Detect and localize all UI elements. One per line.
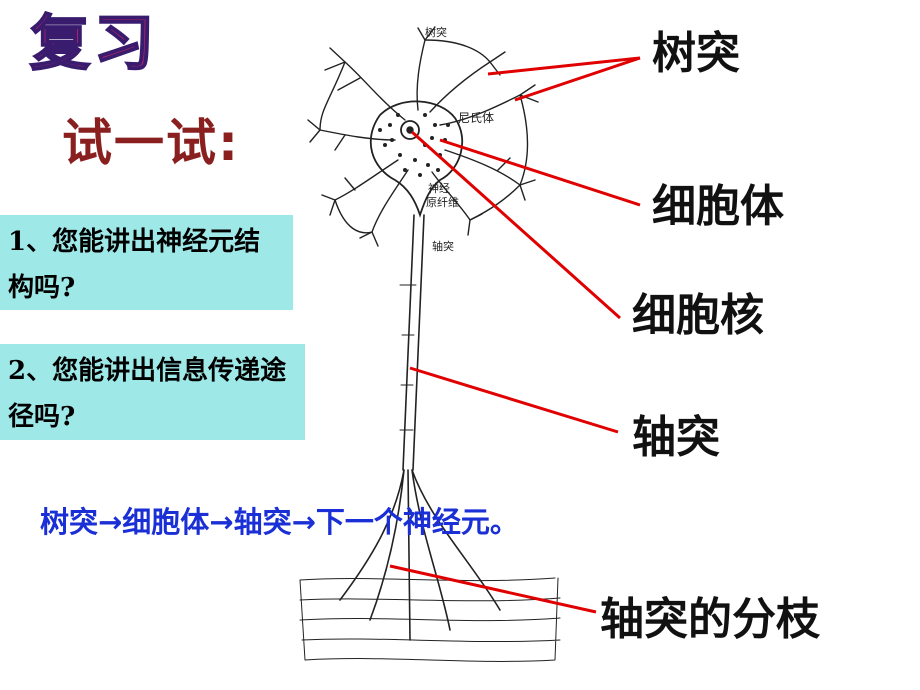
pathway-text: 树突→细胞体→轴突→下一个神经元。 [40, 505, 519, 539]
label-dendrite: 树突 [652, 28, 740, 79]
pointer-soma [439, 138, 641, 207]
nissl-bodies [378, 113, 450, 177]
dendrite-branch [324, 47, 406, 121]
label-nucleus: 细胞核 [632, 290, 764, 341]
pointer-axon-branch [389, 564, 597, 614]
label-axon-branch: 轴突的分枝 [600, 594, 820, 645]
slide-title: 复习 [29, 9, 158, 79]
dendrite-branch [307, 119, 396, 151]
axon-branch [339, 469, 501, 641]
pointer-nucleus [411, 130, 621, 320]
dendrite-branch [416, 26, 436, 111]
dendrite-branch [444, 149, 536, 201]
fig-label-nissl: 尼氏体 [458, 111, 494, 125]
dendrite-branch [429, 51, 506, 113]
fig-label-axon: 轴突 [432, 239, 454, 253]
pointer-axon [409, 366, 619, 434]
dendrite-branch [321, 159, 399, 216]
fig-label-top: 树突 [425, 25, 447, 39]
pointer-lines [389, 56, 641, 614]
label-axon: 轴突 [632, 412, 720, 463]
pointer-dendrite-2 [514, 56, 641, 102]
question-2-box: 2、您能讲出信息传递途径吗? [0, 344, 305, 440]
fig-label-neurofibril-2: 原纤维 [426, 196, 459, 209]
question-1-box: 1、您能讲出神经元结构吗? [0, 215, 293, 310]
nucleus-outline [400, 120, 420, 140]
pointer-dendrite-1 [487, 56, 641, 76]
muscle-fibers [299, 577, 561, 662]
axon-outline [402, 214, 425, 471]
label-soma: 细胞体 [652, 181, 784, 232]
fig-label-neurofibril-1: 神经 [428, 181, 450, 195]
slide-subtitle: 试一试: [62, 114, 240, 172]
soma-outline [369, 100, 464, 218]
